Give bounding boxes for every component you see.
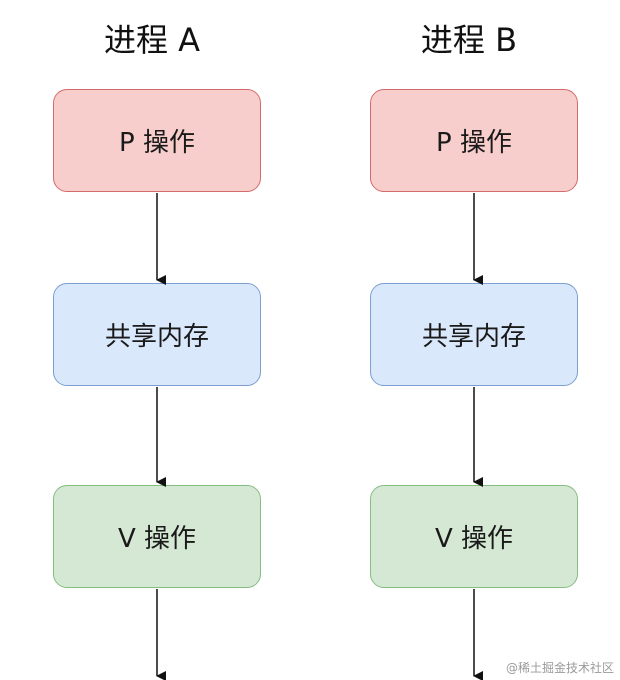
process-a-v-operation-box: V 操作 [53,485,261,588]
process-a-title: 进程 A [103,21,201,59]
process-b-p-operation-box: P 操作 [370,89,578,192]
process-b-shared-memory-box: 共享内存 [370,283,578,386]
process-a-p-operation-box: P 操作 [53,89,261,192]
process-b-v-operation-box: V 操作 [370,485,578,588]
watermark: @稀土掘金技术社区 [505,661,614,675]
process-a-shared-memory-box: 共享内存 [53,283,261,386]
process-b-title: 进程 B [420,21,518,59]
